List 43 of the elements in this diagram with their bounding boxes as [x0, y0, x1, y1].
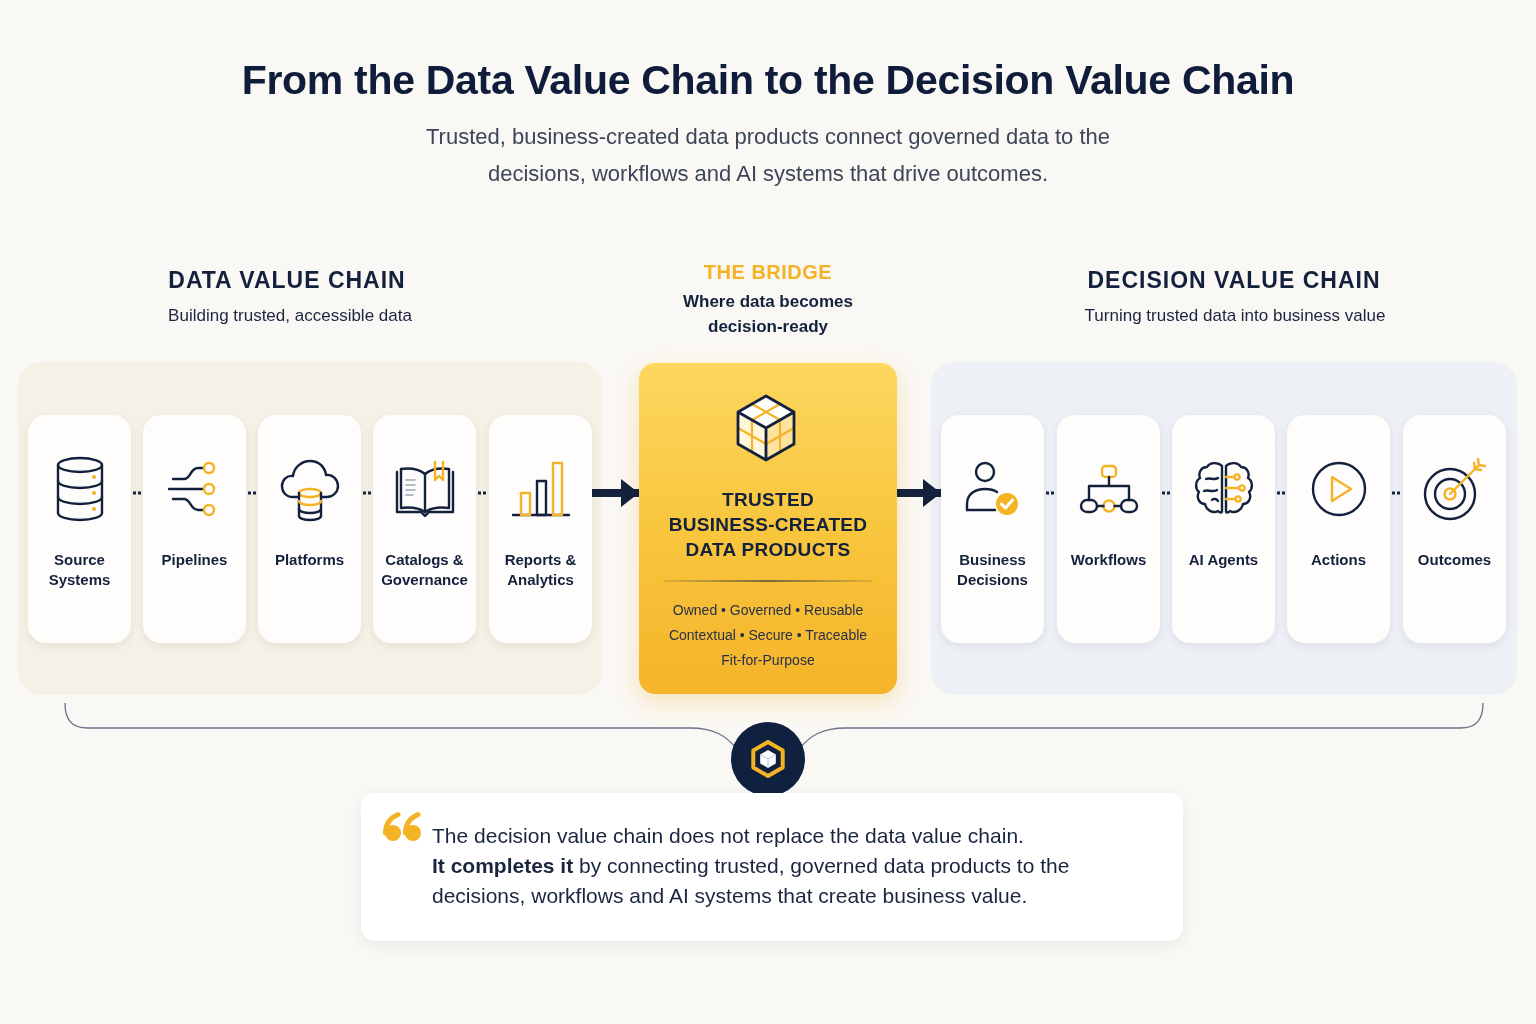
section-heading: DECISION VALUE CHAIN [1086, 266, 1382, 294]
step-label: Source Systems [47, 550, 112, 590]
dotted-connector [131, 491, 143, 495]
step-card [373, 415, 476, 643]
bridge-title: TRUSTED BUSINESS-CREATED DATA PRODUCTS [667, 487, 869, 562]
step-label: Catalogs & Governance [380, 550, 469, 590]
step-card [143, 415, 246, 643]
dotted-connector [1044, 491, 1057, 495]
bridge-subtitle: Where data becomes decision-ready [681, 290, 855, 338]
dotted-connector [1275, 491, 1287, 495]
step-label: Outcomes [1416, 550, 1493, 570]
quote-text: The decision value chain does not replace the data value chain. [432, 823, 1025, 849]
step-card [28, 415, 131, 643]
step-card [941, 415, 1044, 643]
arrow [897, 479, 941, 507]
step-label: AI Agents [1187, 550, 1260, 570]
quote-card [361, 793, 1183, 941]
page-title: From the Data Value Chain to the Decision Value Chain [240, 56, 1296, 105]
step-card [1172, 415, 1275, 643]
dotted-connector [1160, 491, 1172, 495]
arrow [592, 479, 639, 507]
step-card [1057, 415, 1160, 643]
dotted-connector [246, 491, 258, 495]
dotted-connector [476, 491, 489, 495]
dotted-connector [361, 491, 373, 495]
step-card [1403, 415, 1506, 643]
step-label: Actions [1310, 550, 1367, 570]
step-label: Pipelines [160, 550, 229, 570]
section-subtitle: Building trusted, accessible data [167, 305, 413, 327]
section-subtitle: Turning trusted data into business value [1083, 305, 1387, 327]
quote-text: It completes it by connecting trusted, governed data products to the decisions, workflows and AI systems that create business value. [432, 853, 1071, 909]
dotted-connector [1390, 491, 1403, 495]
step-label: Workflows [1069, 550, 1148, 570]
page-subtitle: Trusted, business-created data products connect governed data to the decisions, workflows and AI systems that drive outcomes. [424, 123, 1112, 188]
bridge-heading: THE BRIDGE [702, 260, 834, 284]
step-card [1287, 415, 1390, 643]
step-card [489, 415, 592, 643]
section-heading: DATA VALUE CHAIN [167, 266, 407, 294]
step-card [258, 415, 361, 643]
step-label: Reports & Analytics [503, 550, 578, 590]
attribute-list: Owned • Governed • Reusable Contextual • Secure • Traceable Fit-for-Purpose [650, 597, 886, 673]
step-label: Business Decisions [956, 550, 1029, 590]
step-label: Platforms [273, 550, 346, 570]
